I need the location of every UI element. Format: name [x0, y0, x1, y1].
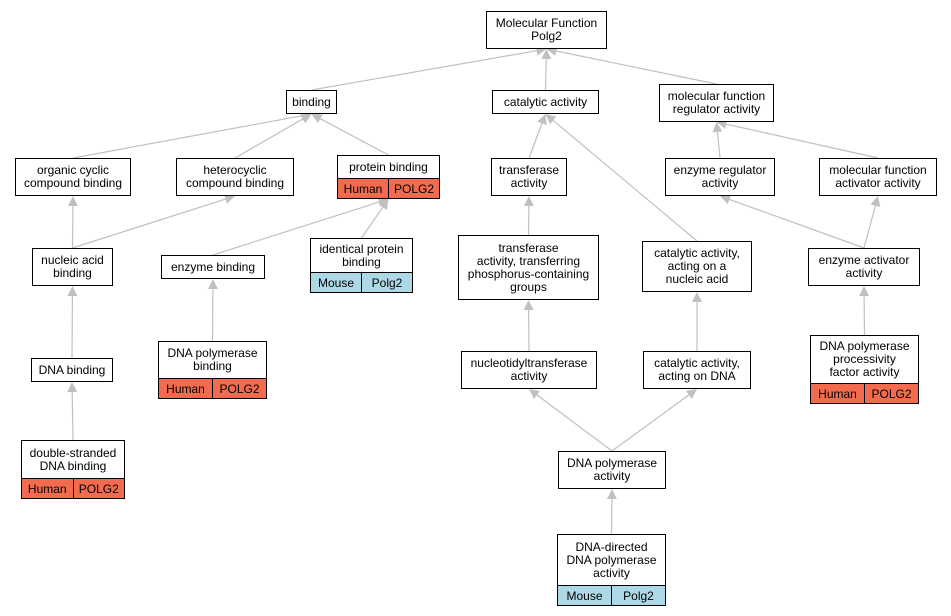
species-annotation: Mouse Polg2 — [311, 272, 412, 292]
go-term-node-nucleotidyl[interactable]: nucleotidyltransferase activity — [461, 351, 597, 389]
go-term-node-mfreg[interactable]: molecular function regulator activity — [659, 84, 774, 122]
species-name: Human — [166, 381, 205, 396]
species-annotation: Human POLG2 — [159, 378, 266, 398]
edge-transphos-to-transferase — [523, 196, 534, 236]
edge-catnuc-to-catalytic — [545, 114, 698, 242]
go-term-label: catalytic activity, acting on a nucleic … — [654, 246, 740, 286]
edge-nucacid-to-hetero — [72, 194, 235, 249]
edge-binding-to-root — [311, 45, 547, 91]
go-term-label: organic cyclic compound binding — [23, 163, 123, 190]
edge-mfact-to-mfreg — [716, 119, 879, 159]
go-term-label: DNA polymerase binding — [167, 346, 258, 373]
edge-identprot-to-protbind — [361, 199, 389, 239]
go-term-label: enzyme regulator activity — [673, 163, 767, 190]
go-term-node-transphos[interactable]: transferase activity, transferring phosp… — [458, 235, 599, 300]
go-term-node-enzreg[interactable]: enzyme regulator activity — [665, 158, 775, 196]
species-annotation: Human POLG2 — [338, 178, 439, 198]
edge-catdna-to-catnuc — [692, 292, 702, 351]
species-name: Human — [818, 386, 857, 401]
edge-catalytic-to-root — [541, 49, 552, 91]
edge-dnapol-to-nucleotidyl — [529, 389, 613, 452]
go-term-node-mfact[interactable]: molecular function activator activity — [819, 158, 937, 196]
go-term-node-orgcyc[interactable]: organic cyclic compound binding — [15, 158, 131, 196]
go-term-label: transferase activity, transferring phosp… — [467, 240, 590, 294]
go-term-label: double-stranded DNA binding — [29, 445, 117, 473]
species-annotation: Human POLG2 — [22, 478, 124, 498]
edge-nucleotidyl-to-transphos — [523, 300, 534, 352]
species-name: Mouse — [317, 275, 355, 290]
gene-symbol: POLG2 — [72, 479, 125, 498]
go-term-label: catalytic activity — [503, 94, 588, 109]
edge-enzact-to-enzreg — [720, 194, 865, 249]
go-term-node-dnaprocess[interactable]: DNA polymerase processivity factor activ… — [810, 335, 919, 404]
go-term-node-catalytic[interactable]: catalytic activity — [492, 90, 599, 114]
gene-symbol: Polg2 — [611, 586, 665, 605]
go-term-label: enzyme binding — [170, 259, 256, 274]
go-term-label: transferase activity — [498, 163, 560, 190]
go-term-label: DNA polymerase activity — [566, 456, 658, 483]
go-term-node-transferase[interactable]: transferase activity — [491, 158, 567, 196]
species-name: Human — [27, 481, 67, 496]
go-term-node-enzact[interactable]: enzyme activator activity — [808, 248, 920, 286]
go-term-node-binding[interactable]: binding — [286, 90, 337, 114]
gene-symbol: Polg2 — [361, 273, 412, 292]
species-annotation: Human POLG2 — [811, 383, 918, 403]
go-term-label: Molecular Function Polg2 — [495, 16, 598, 43]
edge-enzact-to-mfact — [863, 196, 881, 249]
go-term-node-dnabind[interactable]: DNA binding — [31, 358, 113, 382]
species-name: Mouse — [566, 588, 603, 603]
edge-protbind-to-binding — [311, 114, 389, 156]
go-term-label: nucleotidyltransferase activity — [470, 356, 588, 383]
edge-dnadirected-to-dnapol — [606, 489, 617, 535]
go-term-label: molecular function activator activity — [829, 163, 927, 190]
go-term-label: identical protein binding — [319, 241, 404, 269]
go-term-label: nucleic acid binding — [41, 253, 104, 280]
go-term-label: DNA-directed DNA polymerase activity — [566, 539, 657, 580]
go-term-node-catdna[interactable]: catalytic activity, acting on DNA — [643, 351, 751, 389]
edge-dnapol-to-catdna — [611, 389, 697, 452]
go-term-label: protein binding — [349, 159, 428, 174]
edge-dnabind-to-nucacid — [67, 286, 78, 359]
go-term-label: DNA binding — [38, 362, 106, 377]
species-annotation: Mouse Polg2 — [558, 585, 665, 605]
edge-dsdna-to-dnabind — [67, 382, 78, 441]
go-term-label: binding — [292, 94, 331, 109]
edge-mfreg-to-root — [546, 46, 717, 85]
go-term-label: molecular function regulator activity — [667, 89, 766, 116]
gene-symbol: POLG2 — [388, 179, 439, 198]
go-term-label: enzyme activator activity — [818, 253, 910, 280]
edge-enzreg-to-mfreg — [712, 122, 723, 159]
go-term-node-dnapol[interactable]: DNA polymerase activity — [558, 451, 666, 489]
go-term-node-enzbind[interactable]: enzyme binding — [161, 255, 265, 279]
edge-hetero-to-binding — [234, 114, 312, 159]
go-term-label: heterocyclic compound binding — [185, 163, 285, 190]
edge-transferase-to-catalytic — [528, 114, 547, 159]
gene-symbol: POLG2 — [212, 379, 266, 398]
go-term-label: DNA polymerase processivity factor activ… — [819, 339, 910, 379]
edge-dnapolbind-to-enzbind — [207, 279, 218, 342]
edge-nucacid-to-orgcyc — [67, 196, 78, 249]
go-term-node-root[interactable]: Molecular Function Polg2 — [486, 11, 607, 49]
go-term-node-hetero[interactable]: heterocyclic compound binding — [176, 158, 294, 196]
gene-symbol: POLG2 — [864, 384, 918, 403]
go-term-node-nucacid[interactable]: nucleic acid binding — [32, 248, 113, 286]
go-term-node-catnuc[interactable]: catalytic activity, acting on a nucleic … — [642, 241, 752, 292]
go-term-label: catalytic activity, acting on DNA — [654, 356, 740, 383]
edge-dnaprocess-to-enzact — [859, 286, 870, 336]
species-name: Human — [343, 181, 383, 196]
